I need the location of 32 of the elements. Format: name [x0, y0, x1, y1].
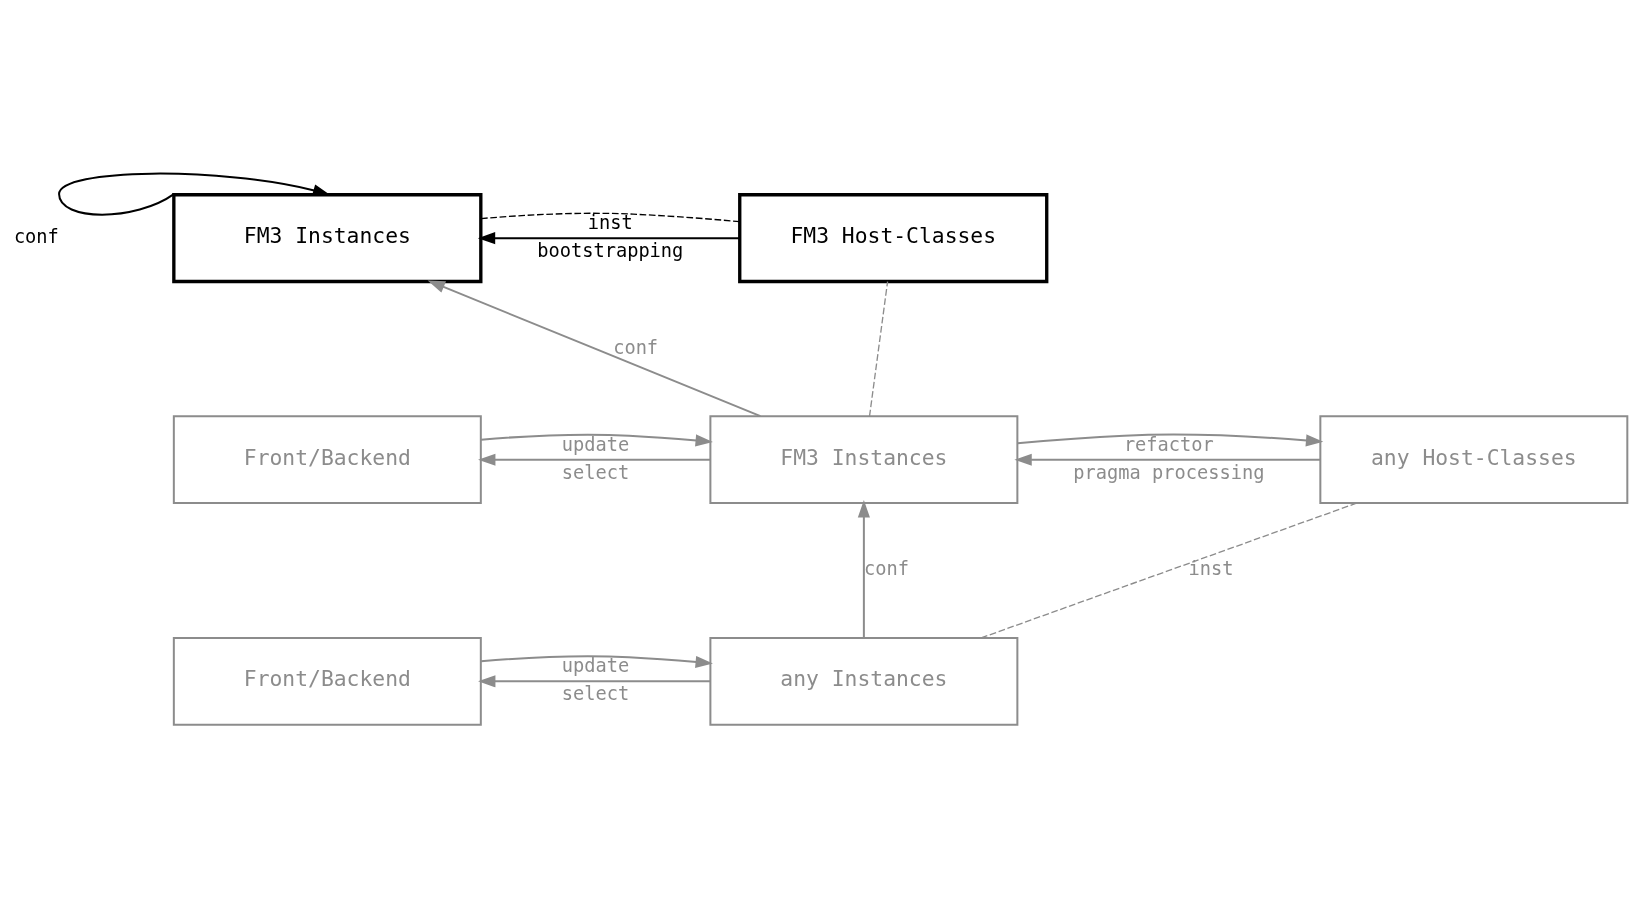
node-box: Front/Backend [172, 415, 482, 505]
edge-label: inst [1188, 558, 1234, 580]
arrow [480, 433, 713, 447]
connector [480, 212, 741, 223]
node-box: FM3 Instances [709, 415, 1019, 505]
edge-label: select [561, 461, 630, 483]
arrow [857, 500, 870, 639]
edge-label: refactor [1123, 433, 1214, 455]
arrow [477, 232, 741, 245]
edge-label: conf [13, 226, 59, 248]
arrow [58, 172, 331, 216]
node-box: any Instances [709, 636, 1019, 726]
arrow [427, 280, 762, 418]
arrow [478, 453, 712, 466]
edge-label: update [561, 655, 630, 677]
node-box: FM3 Host-Classes [738, 193, 1049, 284]
arrow [1014, 453, 1322, 466]
edge-label: select [561, 683, 630, 705]
edge-label: bootstrapping [537, 240, 684, 262]
edge-label: inst [587, 212, 633, 234]
arrow [1016, 433, 1324, 447]
node-box: any Host-Classes [1319, 415, 1629, 505]
arrow [480, 655, 713, 669]
connector [980, 502, 1358, 639]
edge-label: conf [613, 336, 659, 358]
edge-label: update [561, 433, 630, 455]
node-box: FM3 Instances [172, 193, 483, 284]
node-box: Front/Backend [172, 636, 482, 726]
arrow [478, 675, 712, 688]
edge-label: conf [864, 558, 910, 580]
connector [868, 280, 889, 417]
edge-label: pragma processing [1073, 461, 1265, 483]
